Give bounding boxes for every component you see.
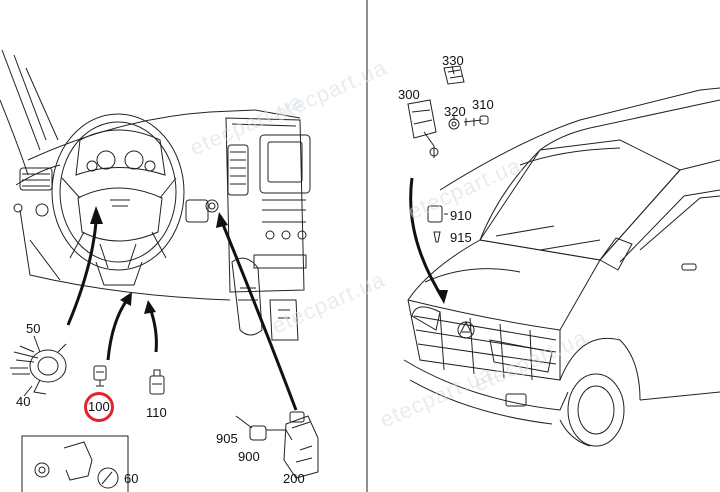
label-910[interactable]: 910 — [450, 208, 472, 223]
part-clockspring — [10, 343, 67, 395]
label-915[interactable]: 915 — [450, 230, 472, 245]
leader-330 — [451, 65, 455, 75]
part-60-bracket — [21, 435, 129, 492]
label-40[interactable]: 40 — [16, 394, 31, 409]
label-905[interactable]: 905 — [216, 431, 238, 446]
van-pointer-arrow — [409, 177, 446, 301]
leader-40 — [23, 385, 33, 397]
label-900[interactable]: 900 — [238, 449, 260, 464]
part-110-sensor — [149, 369, 165, 395]
label-100[interactable]: 100 — [88, 399, 110, 414]
part-100-switch — [93, 365, 107, 387]
label-330[interactable]: 330 — [442, 53, 464, 68]
label-300[interactable]: 300 — [398, 87, 420, 102]
arrow-heads — [90, 206, 228, 314]
label-50[interactable]: 50 — [26, 321, 41, 336]
part-300-sensor-assembly — [407, 65, 489, 243]
label-310[interactable]: 310 — [472, 97, 494, 112]
leader-50 — [33, 335, 41, 353]
part-200-module — [235, 411, 319, 479]
highlight-ring-100 — [84, 392, 114, 422]
label-200[interactable]: 200 — [283, 471, 305, 486]
van-arrow-head — [436, 290, 448, 304]
label-60[interactable]: 60 — [124, 471, 139, 486]
label-110[interactable]: 110 — [146, 405, 167, 420]
dashboard-illustration — [0, 49, 311, 341]
label-320[interactable]: 320 — [444, 104, 466, 119]
van-illustration — [403, 87, 720, 447]
